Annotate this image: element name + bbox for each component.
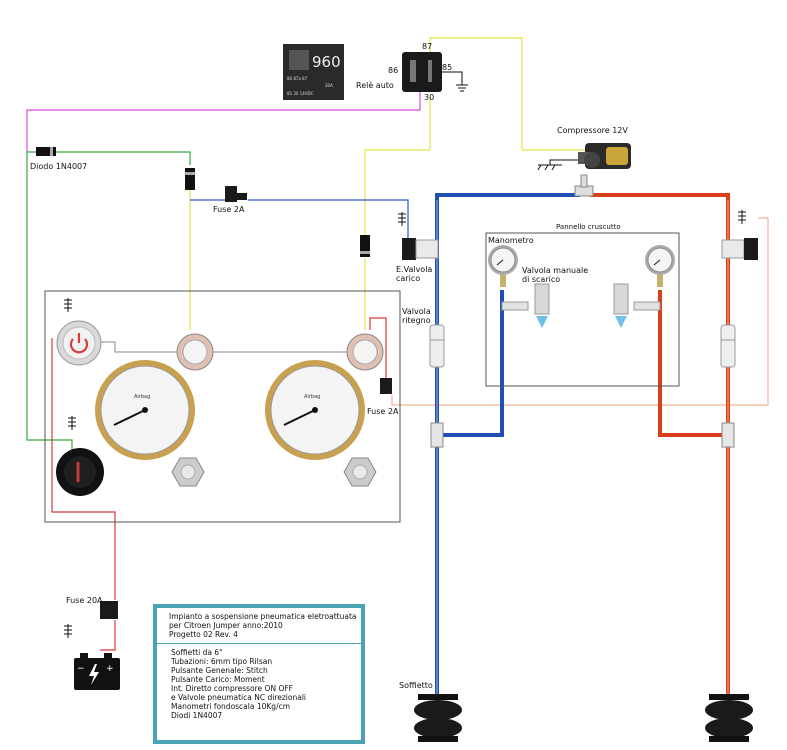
notes-header-line: Progetto 02 Rev. 4	[169, 630, 238, 639]
hose-blue-gauge	[437, 290, 504, 437]
panel-gauge-left: Airbag	[95, 360, 195, 460]
wire-blue-2	[248, 199, 409, 238]
airbag-label: Soffietto	[399, 681, 433, 690]
relay-chip-line2: 85 30 14VDC	[287, 91, 314, 96]
svg-text:−: −	[77, 664, 85, 674]
diode-top	[36, 147, 56, 156]
ground-icon-relay	[456, 84, 468, 92]
ground-icon-rvalve	[738, 210, 746, 224]
solenoid-valve-right	[721, 238, 758, 260]
compressor-ground-wire	[549, 159, 578, 165]
svg-text:+: +	[106, 664, 114, 674]
valvola-ritegno-label-2: ritegno	[402, 316, 431, 325]
fuse-2a-top	[225, 186, 247, 202]
gauge-brand-right: Airbag	[304, 394, 320, 400]
notes-line: Int. Diretto compressore ON OFF	[171, 684, 293, 693]
notes-line: Manometri fondoscala 10Kg/cm	[171, 702, 291, 711]
dashboard-panel-label: Pannello cruscutto	[556, 223, 621, 231]
diode-label: Diodo 1N4007	[30, 162, 87, 171]
relay-symbol	[402, 52, 442, 92]
push-button-left[interactable]	[176, 333, 214, 371]
release-valve-label-1: Valvola manuale	[522, 266, 588, 275]
wire-yellow-relay30	[364, 95, 431, 235]
release-valve-right[interactable]	[613, 283, 661, 328]
battery-icon: − +	[74, 653, 120, 690]
wire-grey-1	[98, 341, 180, 353]
relay-pin-85: 85	[442, 63, 452, 72]
notes-line: Soffietti da 6"	[171, 648, 223, 657]
dashboard-panel-box	[485, 232, 680, 387]
notes-line: Pulsante Carico: Moment	[171, 675, 265, 684]
control-panel-box	[44, 290, 401, 523]
notes-body: Soffietti da 6" Tubazioni: 6mm tipo Rils…	[157, 644, 361, 724]
wire-magenta	[26, 78, 421, 152]
wire-yellow-compressor	[429, 37, 585, 151]
notes-header-line: per Citroen Jumper anno:2010	[169, 621, 283, 630]
release-valve-label-2: di scarico	[522, 275, 560, 284]
solenoid-valve-left	[402, 238, 439, 260]
ground-icon-evalve	[398, 212, 406, 226]
ground-icon-compressor	[537, 164, 562, 171]
notes-line: e Valvole pneumatica NC direzionali	[171, 693, 306, 702]
compressor-label: Compressore 12V	[557, 126, 628, 135]
wire-red-btn	[369, 317, 387, 378]
dash-gauge-right	[645, 245, 675, 287]
diode-vertical-left	[185, 168, 195, 190]
wire-salmon	[391, 217, 769, 406]
fuse-20a	[100, 601, 118, 619]
notes-header: Impianto a sospensione pneumatica eletro…	[157, 608, 361, 644]
fuse-2a-top-label: Fuse 2A	[213, 205, 245, 214]
ground-icon-panel-btn1	[64, 298, 72, 312]
relay-pin-87: 87	[422, 42, 432, 51]
ground-icon-panel-btn2	[68, 416, 76, 430]
fuse-2a-right-label: Fuse 2A	[367, 407, 399, 416]
panel-gauge-right: Airbag	[265, 360, 365, 460]
t-fitting-right	[721, 422, 735, 448]
fuse-20a-label: Fuse 20A	[66, 596, 103, 605]
rocker-switch[interactable]	[56, 448, 104, 496]
airbag-right	[705, 694, 753, 742]
wire-green-2	[60, 151, 191, 165]
check-valve-right	[720, 324, 736, 368]
relay-label: Relè auto	[356, 80, 394, 90]
notes-line: Pulsante Genenale: Stitch	[171, 666, 268, 675]
relay-pin-30: 30	[424, 93, 434, 102]
manometer-label: Manometro	[488, 236, 534, 245]
relay-ground-wire	[442, 71, 463, 85]
notes-line: Tubazioni: 6mm tipo Rilsan	[171, 657, 273, 666]
release-valve-left[interactable]	[501, 283, 550, 328]
wire-red-battery	[51, 338, 116, 600]
panel-nut-left	[171, 457, 205, 487]
ground-icon-battery	[64, 624, 72, 638]
panel-nut-right	[343, 457, 377, 487]
power-button[interactable]	[56, 320, 102, 366]
relay-model-text: 960	[312, 53, 341, 71]
hose-red-gauge	[658, 290, 728, 437]
notes-header-line: Impianto a sospensione pneumatica eletro…	[169, 612, 357, 621]
e-valvola-label-2: carico	[396, 274, 420, 283]
t-fitting-left	[430, 422, 444, 448]
relay-chip-line3: 30A	[325, 83, 333, 88]
push-button-right[interactable]	[346, 333, 384, 371]
dash-gauge-left	[488, 245, 518, 287]
relay-pin-86: 86	[388, 66, 398, 75]
notes-line: Diodi 1N4007	[171, 711, 223, 720]
valvola-ritegno-label-1: Valvola	[402, 307, 431, 316]
check-valve-left	[429, 324, 445, 368]
t-fitting-top	[574, 174, 594, 197]
e-valvola-label-1: E.Valvola	[396, 265, 432, 274]
notes-box: Impianto a sospensione pneumatica eletro…	[153, 604, 365, 744]
compressor-image	[578, 143, 631, 169]
airbag-left	[414, 694, 462, 742]
relay-photo: 960 86 87a 87 85 30 14VDC 30A	[283, 44, 344, 100]
relay-chip-line1: 86 87a 87	[287, 76, 308, 81]
wire-red-battery-2	[100, 620, 116, 651]
diode-vertical-right	[360, 235, 370, 257]
power-icon	[69, 338, 89, 354]
fuse-2a-right	[380, 378, 392, 394]
gauge-brand-left: Airbag	[134, 394, 150, 400]
